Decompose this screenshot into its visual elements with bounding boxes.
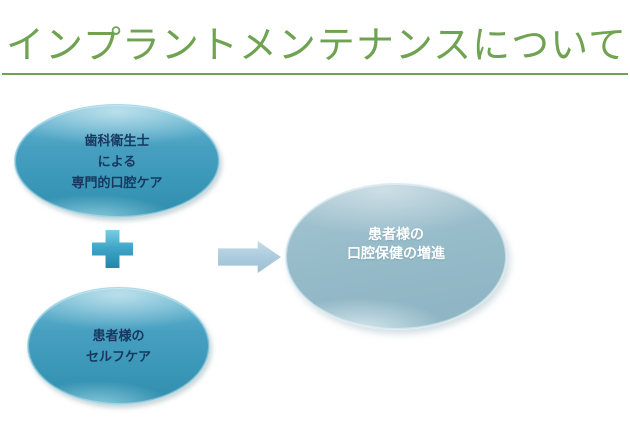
ellipse-outcome-text: 患者様の 口腔保健の増進 <box>347 225 445 263</box>
text-line: 歯科衛生士 <box>84 132 150 148</box>
page-title: インプラントメンテナンスについて <box>6 25 627 67</box>
title-underline <box>2 73 628 75</box>
text-line: 専門的口腔ケア <box>71 174 163 190</box>
ellipse-outcome: 患者様の 口腔保健の増進 <box>285 183 507 330</box>
plus-icon <box>92 230 133 268</box>
text-line: 患者様の <box>92 328 145 343</box>
ellipse-professional-care: 歯科衛生士 による 専門的口腔ケア <box>14 104 220 218</box>
right-arrow-icon <box>218 241 281 273</box>
text-line: による <box>97 153 137 169</box>
ellipse-professional-care-text: 歯科衛生士 による 専門的口腔ケア <box>71 130 162 193</box>
ellipse-self-care: 患者様の セルフケア <box>27 287 210 405</box>
ellipse-self-care-text: 患者様の セルフケア <box>86 325 151 367</box>
text-line: 口腔保健の増進 <box>347 244 445 261</box>
text-line: 患者様の <box>368 225 424 242</box>
text-line: セルフケア <box>85 349 151 364</box>
